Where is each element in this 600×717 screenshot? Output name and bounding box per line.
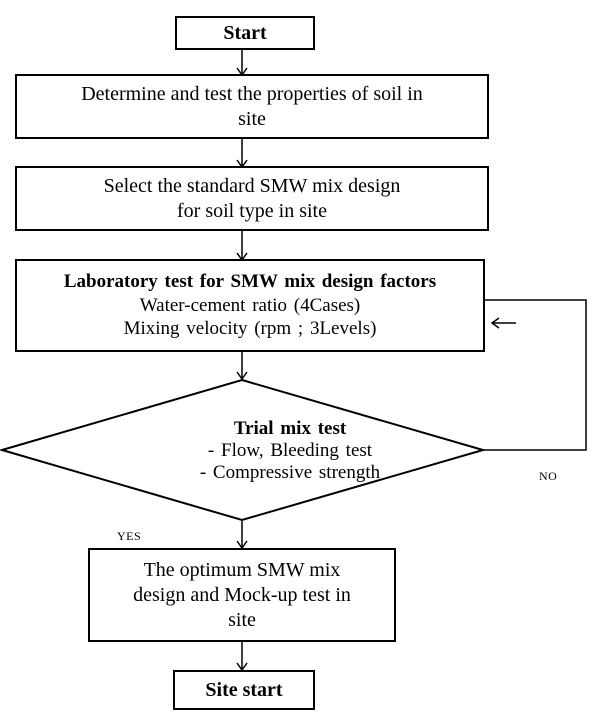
arrow-step1-to-step2 xyxy=(236,139,248,169)
step-optimum-mix-design: The optimum SMW mix design and Mock-up t… xyxy=(88,548,396,642)
step2-line2: for soil type in site xyxy=(177,199,327,222)
step1-line1: Determine and test the properties of soi… xyxy=(81,82,423,105)
start-box: Start xyxy=(175,16,315,50)
step3-line1: Water-cement ratio (4Cases) xyxy=(139,294,361,316)
no-loop-line xyxy=(483,299,587,451)
step3-line2: Mixing velocity (rpm ; 3Levels) xyxy=(123,318,377,340)
no-label: NO xyxy=(539,469,558,483)
arrow-start-to-step1 xyxy=(236,50,248,77)
step1-line2: site xyxy=(238,107,266,130)
arrow-step4-to-end xyxy=(236,642,248,672)
decision-line1: - Flow, Bleeding test xyxy=(207,439,373,461)
arrow-step2-to-step3 xyxy=(236,231,248,262)
step4-line2: design and Mock-up test in xyxy=(133,583,351,606)
decision-text: Trial mix test - Flow, Bleeding test - C… xyxy=(100,418,480,484)
start-label: Start xyxy=(223,21,267,44)
yes-label: YES xyxy=(117,529,142,543)
decision-line2: - Compressive strength xyxy=(199,461,381,483)
step-laboratory-test: Laboratory test for SMW mix design facto… xyxy=(15,259,485,352)
step3-title: Laboratory test for SMW mix design facto… xyxy=(63,270,437,292)
step4-line1: The optimum SMW mix xyxy=(143,558,341,581)
site-start-box: Site start xyxy=(173,670,315,710)
step2-line1: Select the standard SMW mix design xyxy=(103,174,401,197)
loop-back-arrow xyxy=(490,317,516,329)
decision-title: Trial mix test xyxy=(233,418,347,439)
step4-line3: site xyxy=(228,608,256,631)
arrow-decision-to-step4 xyxy=(236,521,248,550)
arrow-step3-to-decision xyxy=(236,352,248,381)
step-select-standard-mix: Select the standard SMW mix design for s… xyxy=(15,166,489,231)
decision-diamond xyxy=(0,378,487,522)
step-determine-properties: Determine and test the properties of soi… xyxy=(15,74,489,139)
end-label: Site start xyxy=(205,678,283,701)
